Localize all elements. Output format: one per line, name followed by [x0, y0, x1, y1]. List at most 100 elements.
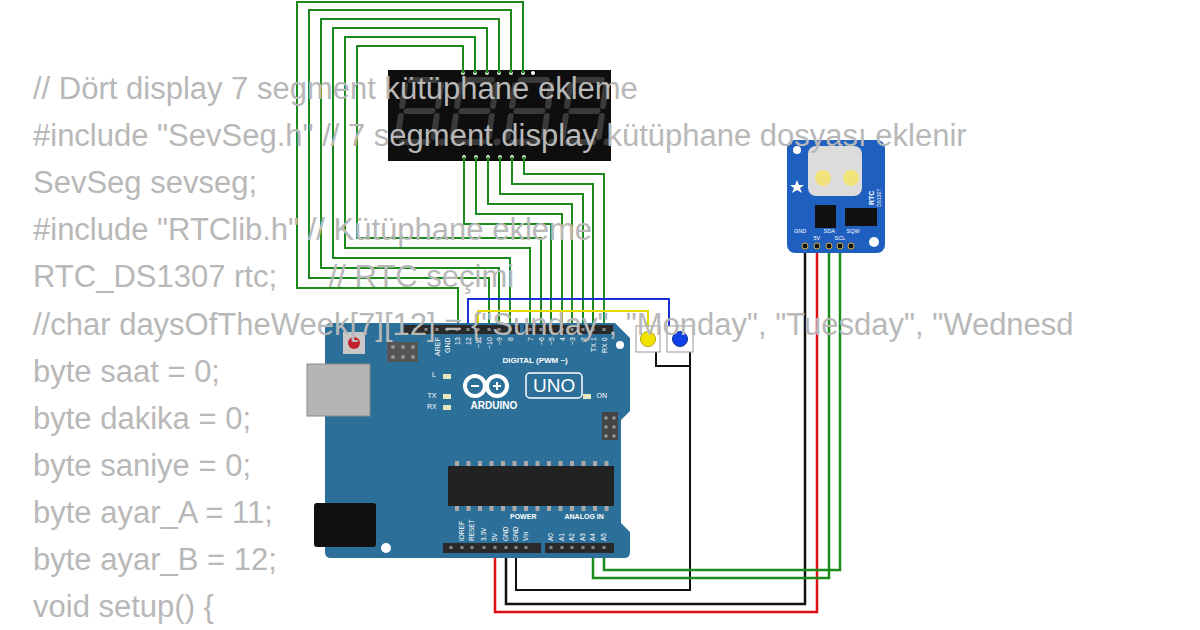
- pin-label: GND: [513, 527, 520, 541]
- code-line: byte saat = 0;: [33, 356, 220, 387]
- header-pin: [814, 243, 820, 249]
- header-pin: [515, 546, 518, 549]
- chip-pin: [455, 506, 459, 511]
- header-title: DIGITAL (PWM ~): [503, 357, 568, 365]
- icsp-pin: [411, 355, 415, 359]
- chip-pin: [501, 461, 505, 466]
- crystal: [845, 208, 877, 226]
- header-pin: [837, 243, 843, 249]
- header-pin: [494, 546, 497, 549]
- pin-label: IOREF: [459, 521, 466, 541]
- header-pin: [571, 546, 574, 549]
- code-line: byte dakika = 0;: [33, 403, 251, 434]
- power-jack: [314, 503, 376, 547]
- chip-name: DS1307: [877, 189, 882, 207]
- header-pin: [471, 546, 474, 549]
- chip-pin: [524, 461, 528, 466]
- code-line: byte ayar_B = 12;: [33, 544, 277, 575]
- led-label: TX: [428, 392, 437, 399]
- wire-connector: [593, 253, 829, 578]
- pin-label: 5V: [492, 533, 499, 541]
- chip-pin: [467, 506, 471, 511]
- header-pin: [603, 546, 606, 549]
- pin-label: 3.3V: [481, 528, 488, 541]
- header-pin: [802, 243, 808, 249]
- led-label: RX: [427, 403, 437, 410]
- icsp-pin: [401, 345, 405, 349]
- pin-label: 5V: [814, 236, 821, 242]
- chip-pin: [570, 506, 574, 511]
- chip-pin: [455, 461, 459, 466]
- chip-pin: [478, 506, 482, 511]
- code-line: byte ayar_A = 11;: [33, 497, 273, 528]
- chip-pin: [513, 461, 517, 466]
- chip-pin: [490, 461, 494, 466]
- icsp-header: [387, 342, 418, 362]
- pin-label: A5: [601, 533, 608, 541]
- header-pin: [461, 546, 464, 549]
- chip-pin: [593, 461, 597, 466]
- icsp-pin: [391, 345, 395, 349]
- icsp-pin: [612, 425, 616, 429]
- chip-pin: [524, 506, 528, 511]
- battery-contact: [815, 170, 831, 186]
- chip-pin: [559, 506, 563, 511]
- led: [583, 394, 591, 399]
- rtc-board: [787, 140, 885, 253]
- pin-label: RX 0: [601, 337, 608, 353]
- led: [443, 405, 451, 410]
- icsp-pin: [604, 425, 608, 429]
- pin-label: Vin: [523, 532, 530, 541]
- code-line: #include "RTClib.h" // Kütüphane ekleme: [33, 214, 592, 245]
- wire-connector: [604, 253, 840, 570]
- pin-header: [443, 543, 541, 553]
- pin-label: A2: [569, 533, 576, 541]
- arduino-logo: [487, 376, 507, 396]
- pin-label: A3: [580, 533, 587, 541]
- mounting-hole: [869, 237, 879, 247]
- chip-pin: [490, 506, 494, 511]
- header-pin: [483, 546, 486, 549]
- icsp-header: [602, 412, 618, 440]
- led: [443, 374, 451, 379]
- led-label: L: [432, 371, 436, 378]
- header-pin: [505, 546, 508, 549]
- header-pin: [826, 243, 832, 249]
- led-label: ON: [597, 392, 608, 399]
- battery-contact: [843, 170, 859, 186]
- battery-holder: [808, 146, 862, 196]
- chip-pin: [467, 461, 471, 466]
- pin-label: GND: [444, 337, 451, 353]
- mounting-hole: [616, 341, 624, 349]
- chip-pin: [582, 506, 586, 511]
- code-line: RTC_DS1307 rtc; // RTC seçimi: [33, 261, 514, 292]
- chip-pin: [547, 506, 551, 511]
- header-title: ANALOG IN: [565, 513, 604, 520]
- arduino-logo: [471, 385, 479, 387]
- pin-label: AREF: [434, 337, 441, 356]
- usb-port: [307, 364, 370, 416]
- code-line: //char daysOfTheWeek[7][12] = {"Sunday",…: [33, 309, 1074, 340]
- icsp-pin: [604, 434, 608, 438]
- arduino-uno-board-shape: [325, 323, 630, 558]
- pin-label: GND: [794, 229, 806, 235]
- code-line: void setup() {: [33, 591, 214, 622]
- header-pin: [550, 546, 553, 549]
- icsp-pin: [604, 416, 608, 420]
- rtc-chip: [815, 205, 836, 228]
- pin-label: SCL: [835, 236, 846, 242]
- chip-pin: [570, 461, 574, 466]
- pin-label: RESET: [469, 519, 476, 541]
- board-model: UNO: [533, 376, 575, 395]
- code-line: // Dört display 7 segment kütüphane ekle…: [33, 73, 638, 104]
- header-pin: [561, 546, 564, 549]
- header-pin: [450, 546, 453, 549]
- icsp-pin: [612, 434, 616, 438]
- header-pin: [582, 546, 585, 549]
- code-line: byte saniye = 0;: [33, 450, 251, 481]
- pin-label: GND: [503, 527, 510, 541]
- icsp-pin: [391, 355, 395, 359]
- chip-pin: [478, 461, 482, 466]
- microcontroller-chip: [448, 466, 614, 506]
- pin-label: SQW: [847, 229, 860, 235]
